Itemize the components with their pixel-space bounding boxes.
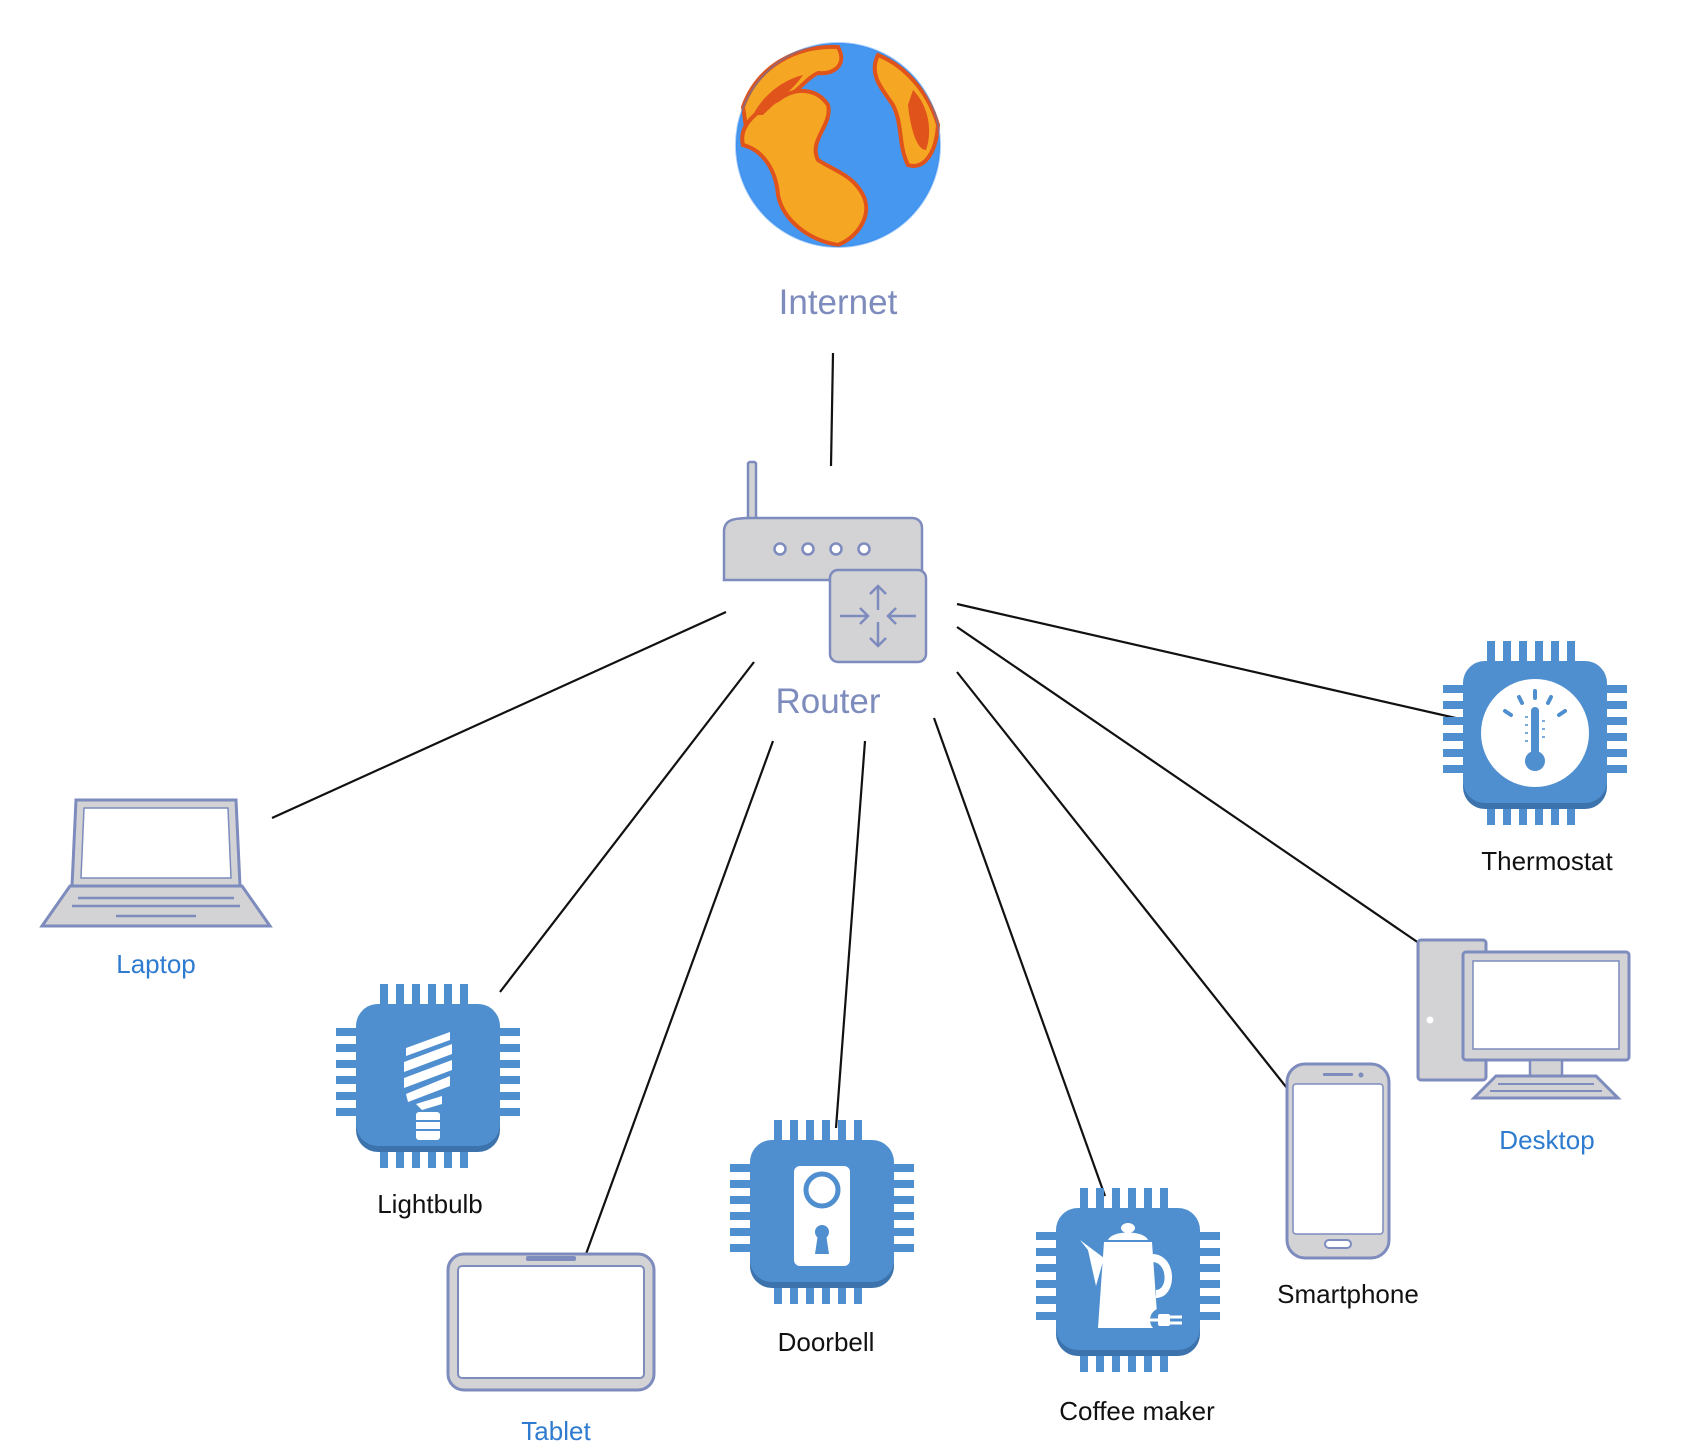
laptop-icon <box>39 798 273 928</box>
lightbulb-label: Lightbulb <box>377 1189 483 1219</box>
desktop-label: Desktop <box>1499 1125 1595 1155</box>
thermostat-chip-icon <box>1443 641 1627 825</box>
desktop-icon <box>1416 938 1631 1100</box>
link-router-smartphone <box>956 671 1299 1103</box>
router-label: Router <box>775 682 881 721</box>
connection-lines <box>271 352 1461 1266</box>
link-internet-router <box>829 352 835 467</box>
tablet-icon <box>446 1252 656 1392</box>
thermostat-label: Thermostat <box>1481 846 1613 876</box>
doorbell-label: Doorbell <box>777 1327 875 1357</box>
link-router-lightbulb <box>499 661 755 993</box>
link-router-desktop <box>956 626 1433 953</box>
coffee-maker-label: Coffee maker <box>1059 1396 1215 1426</box>
router-icon <box>722 460 928 664</box>
smartphone-label: Smartphone <box>1277 1279 1419 1309</box>
doorbell-chip-icon <box>730 1120 914 1304</box>
smartphone-icon <box>1285 1062 1391 1260</box>
link-router-thermostat <box>956 602 1461 721</box>
tablet-label: Tablet <box>521 1416 591 1446</box>
laptop-label: Laptop <box>116 949 196 979</box>
internet-label: Internet <box>778 283 898 322</box>
coffee-maker-chip-icon <box>1036 1188 1220 1372</box>
link-router-coffee <box>932 717 1107 1197</box>
lightbulb-chip-icon <box>336 984 520 1168</box>
link-router-tablet <box>580 740 775 1266</box>
globe-icon <box>735 42 941 248</box>
link-router-doorbell <box>834 740 867 1129</box>
link-router-laptop <box>271 610 727 820</box>
